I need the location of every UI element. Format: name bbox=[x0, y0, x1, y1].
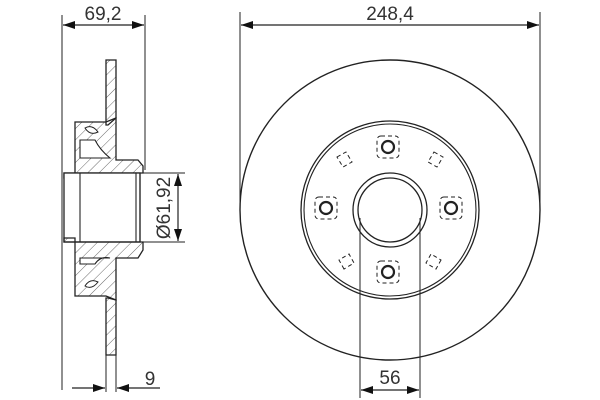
front-view bbox=[239, 12, 541, 398]
hub-bore bbox=[63, 172, 141, 243]
hub-circle-inner bbox=[303, 123, 477, 297]
dimension-label-center-bore: 56 bbox=[379, 368, 400, 389]
hub-lower-section bbox=[63, 237, 144, 301]
dimension-label-height: 69,2 bbox=[85, 4, 122, 25]
secondary-holes bbox=[336, 151, 444, 270]
center-bore-inner bbox=[357, 177, 423, 243]
dimension-label-outer-diameter: 248,4 bbox=[366, 4, 414, 25]
bolt-hole-bottom bbox=[376, 260, 400, 284]
bolt-hole-right bbox=[439, 196, 463, 220]
bolt-hole-top bbox=[376, 135, 400, 159]
center-bore-outer bbox=[352, 172, 428, 248]
hub-upper-section bbox=[63, 117, 144, 179]
hub-circle-outer bbox=[300, 120, 480, 300]
side-section-view bbox=[61, 15, 185, 392]
disc-plate-upper bbox=[105, 59, 117, 126]
dimension-label-bore-diameter: Ø61,92 bbox=[154, 177, 175, 239]
disc-outer-circle bbox=[239, 59, 541, 361]
dimension-label-thickness: 9 bbox=[145, 369, 156, 390]
disc-plate-lower bbox=[105, 297, 117, 356]
bolt-hole-left bbox=[314, 196, 338, 220]
